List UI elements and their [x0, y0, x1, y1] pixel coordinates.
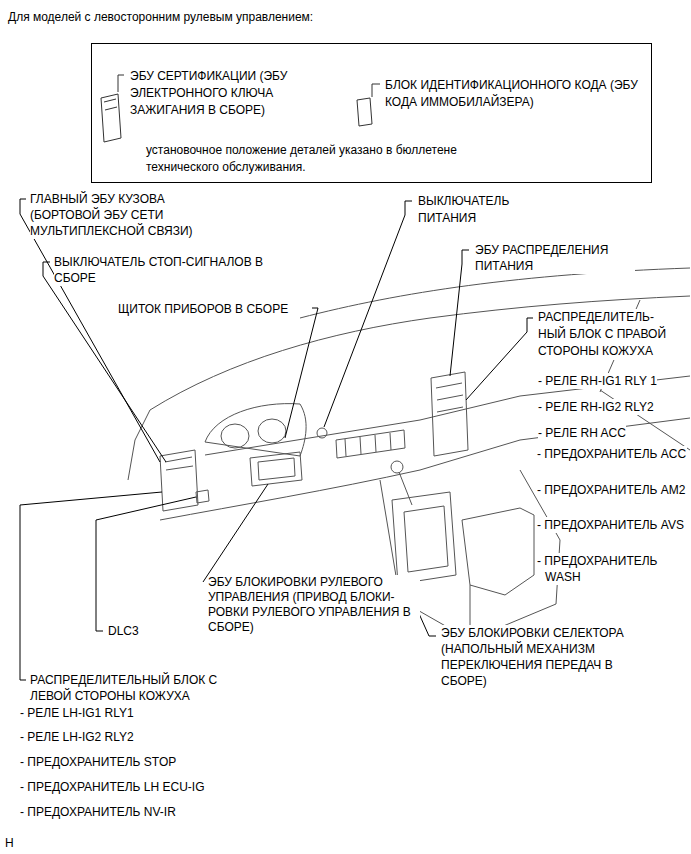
part-label: - ПРЕДОХРАНИТЕЛЬ STOP [20, 754, 176, 770]
page-mark: H [5, 835, 14, 851]
part-label: - ПРЕДОХРАНИТЕЛЬ AM2 [537, 482, 687, 498]
part-label: - ПРЕДОХРАНИТЕЛЬ LH ECU-IG [20, 779, 204, 795]
part-label: ЭБУ БЛОКИРОВКИ СЕЛЕКТОРА (НАПОЛЬНЫЙ МЕХА… [441, 625, 659, 689]
part-label: - ПРЕДОХРАНИТЕЛЬ AVS [537, 517, 687, 533]
page-title: Для моделей с левосторонним рулевым упра… [8, 9, 313, 25]
part-label: РАСПРЕДЕЛИТЕЛЬ- НЫЙ БЛОК С ПРАВОЙ СТОРОН… [538, 309, 684, 360]
dashboard-outline [128, 268, 690, 640]
part-label: DLC3 [108, 623, 139, 639]
leader-lines [20, 199, 533, 680]
part-label: - РЕЛЕ LH-IG2 RLY2 [20, 729, 134, 745]
part-label: - ПРЕДОХРАНИТЕЛЬ ACC [537, 446, 687, 462]
part-label: ЭБУ РАСПРЕДЕЛЕНИЯ ПИТАНИЯ [475, 242, 635, 274]
part-label: - РЕЛЕ RH-IG1 RLY 1 [538, 373, 657, 389]
box-text: БЛОК ИДЕНТИФИКАЦИОННОГО КОДА (ЭБУ КОДА И… [385, 77, 647, 111]
part-label: ЩИТОК ПРИБОРОВ В СБОРЕ [118, 301, 288, 317]
part-label: ВЫКЛЮЧАТЕЛЬ СТОП-СИГНАЛОВ В СБОРЕ [54, 254, 272, 286]
part-label: РАСПРЕДЕЛИТЕЛЬНЫЙ БЛОК С ЛЕВОЙ СТОРОНЫ К… [30, 672, 250, 704]
part-label: - ПРЕДОХРАНИТЕЛЬ WASH [537, 553, 687, 585]
part-label: ЭБУ БЛОКИРОВКИ РУЛЕВОГО УПРАВЛЕНИЯ (ПРИВ… [208, 575, 420, 635]
part-label: - РЕЛЕ RH ACC [538, 425, 626, 441]
part-label: ГЛАВНЫЙ ЭБУ КУЗОВА (БОРТОВОЙ ЭБУ СЕТИ МУ… [30, 191, 230, 239]
part-label: - РЕЛЕ LH-IG1 RLY1 [20, 705, 134, 721]
part-label: - РЕЛЕ RH-IG2 RLY2 [538, 399, 654, 415]
part-label: ВЫКЛЮЧАТЕЛЬ ПИТАНИЯ [418, 193, 538, 227]
part-label: - ПРЕДОХРАНИТЕЛЬ NV-IR [20, 804, 176, 820]
box-text: установочное положение деталей указано в… [146, 142, 526, 176]
box-text: ЭБУ СЕРТИФИКАЦИИ (ЭБУ ЭЛЕКТРОННОГО КЛЮЧА… [130, 68, 302, 119]
note-box: ЭБУ СЕРТИФИКАЦИИ (ЭБУ ЭЛЕКТРОННОГО КЛЮЧА… [91, 43, 652, 183]
